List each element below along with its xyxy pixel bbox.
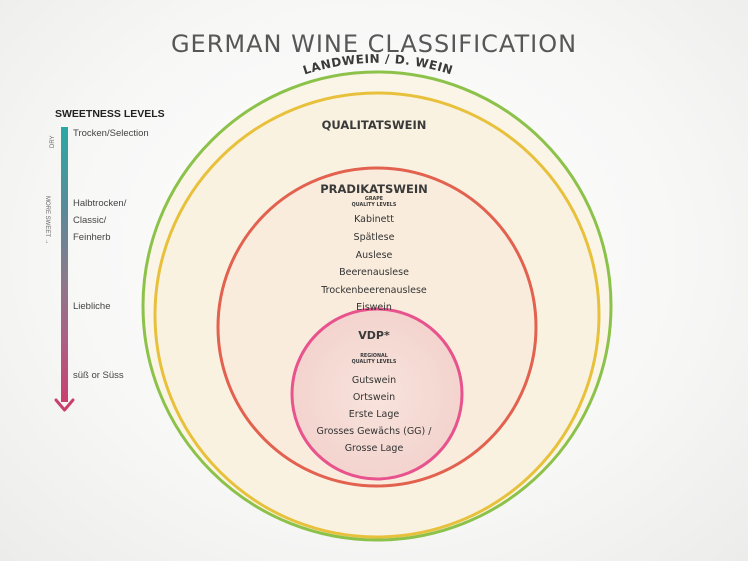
sweetness-level-suss: süß or Süss xyxy=(73,370,124,381)
qualitatswein-label: QUALITATSWEIN xyxy=(322,118,427,132)
pradikat-level-beerenauslese: Beerenauslese xyxy=(339,267,409,278)
grape-quality-label-line2: QUALITY LEVELS xyxy=(352,202,397,208)
sweetness-gradient-bar xyxy=(61,127,68,402)
sweetness-arrow-head xyxy=(54,398,75,412)
vdp-ring xyxy=(290,307,464,481)
pradikatswein-label: PRADIKATSWEIN xyxy=(320,182,428,196)
sweetness-level-halbtrocken: Halbtrocken/ xyxy=(73,198,127,209)
pradikat-level-auslese: Auslese xyxy=(356,250,393,261)
vdp-label: VDP* xyxy=(358,329,390,342)
vdp-level-erste-lage: Erste Lage xyxy=(349,409,400,420)
pradikat-level-kabinett: Kabinett xyxy=(354,214,394,225)
vdp-level-gutswein: Gutswein xyxy=(352,375,396,386)
vdp-level-ortswein: Ortswein xyxy=(353,392,395,403)
regional-quality-label-line1: REGIONAL xyxy=(360,353,388,359)
pradikat-level-spatlese: Spätlese xyxy=(354,232,395,243)
vdp-level-grosse-lage: Grosse Lage xyxy=(345,443,404,454)
sweetness-level-liebliche: Liebliche xyxy=(73,301,111,312)
pradikat-level-eiswein: Eiswein xyxy=(356,302,392,313)
sweetness-level-trocken: Trocken/Selection xyxy=(73,128,149,139)
sweetness-heading: SWEETNESS LEVELS xyxy=(55,108,165,120)
sweetness-level-feinherb: Feinherb xyxy=(73,232,111,243)
vdp-level-grosses-gewachs: Grosses Gewächs (GG) / xyxy=(317,426,433,437)
regional-quality-label-line2: QUALITY LEVELS xyxy=(352,359,397,365)
sweetness-level-classic: Classic/ xyxy=(73,215,107,226)
page-title: GERMAN WINE CLASSIFICATION xyxy=(170,30,578,58)
pradikat-level-trockenbeerenauslese: Trockenbeerenauslese xyxy=(320,285,427,296)
grape-quality-label-line1: GRAPE xyxy=(365,196,383,202)
